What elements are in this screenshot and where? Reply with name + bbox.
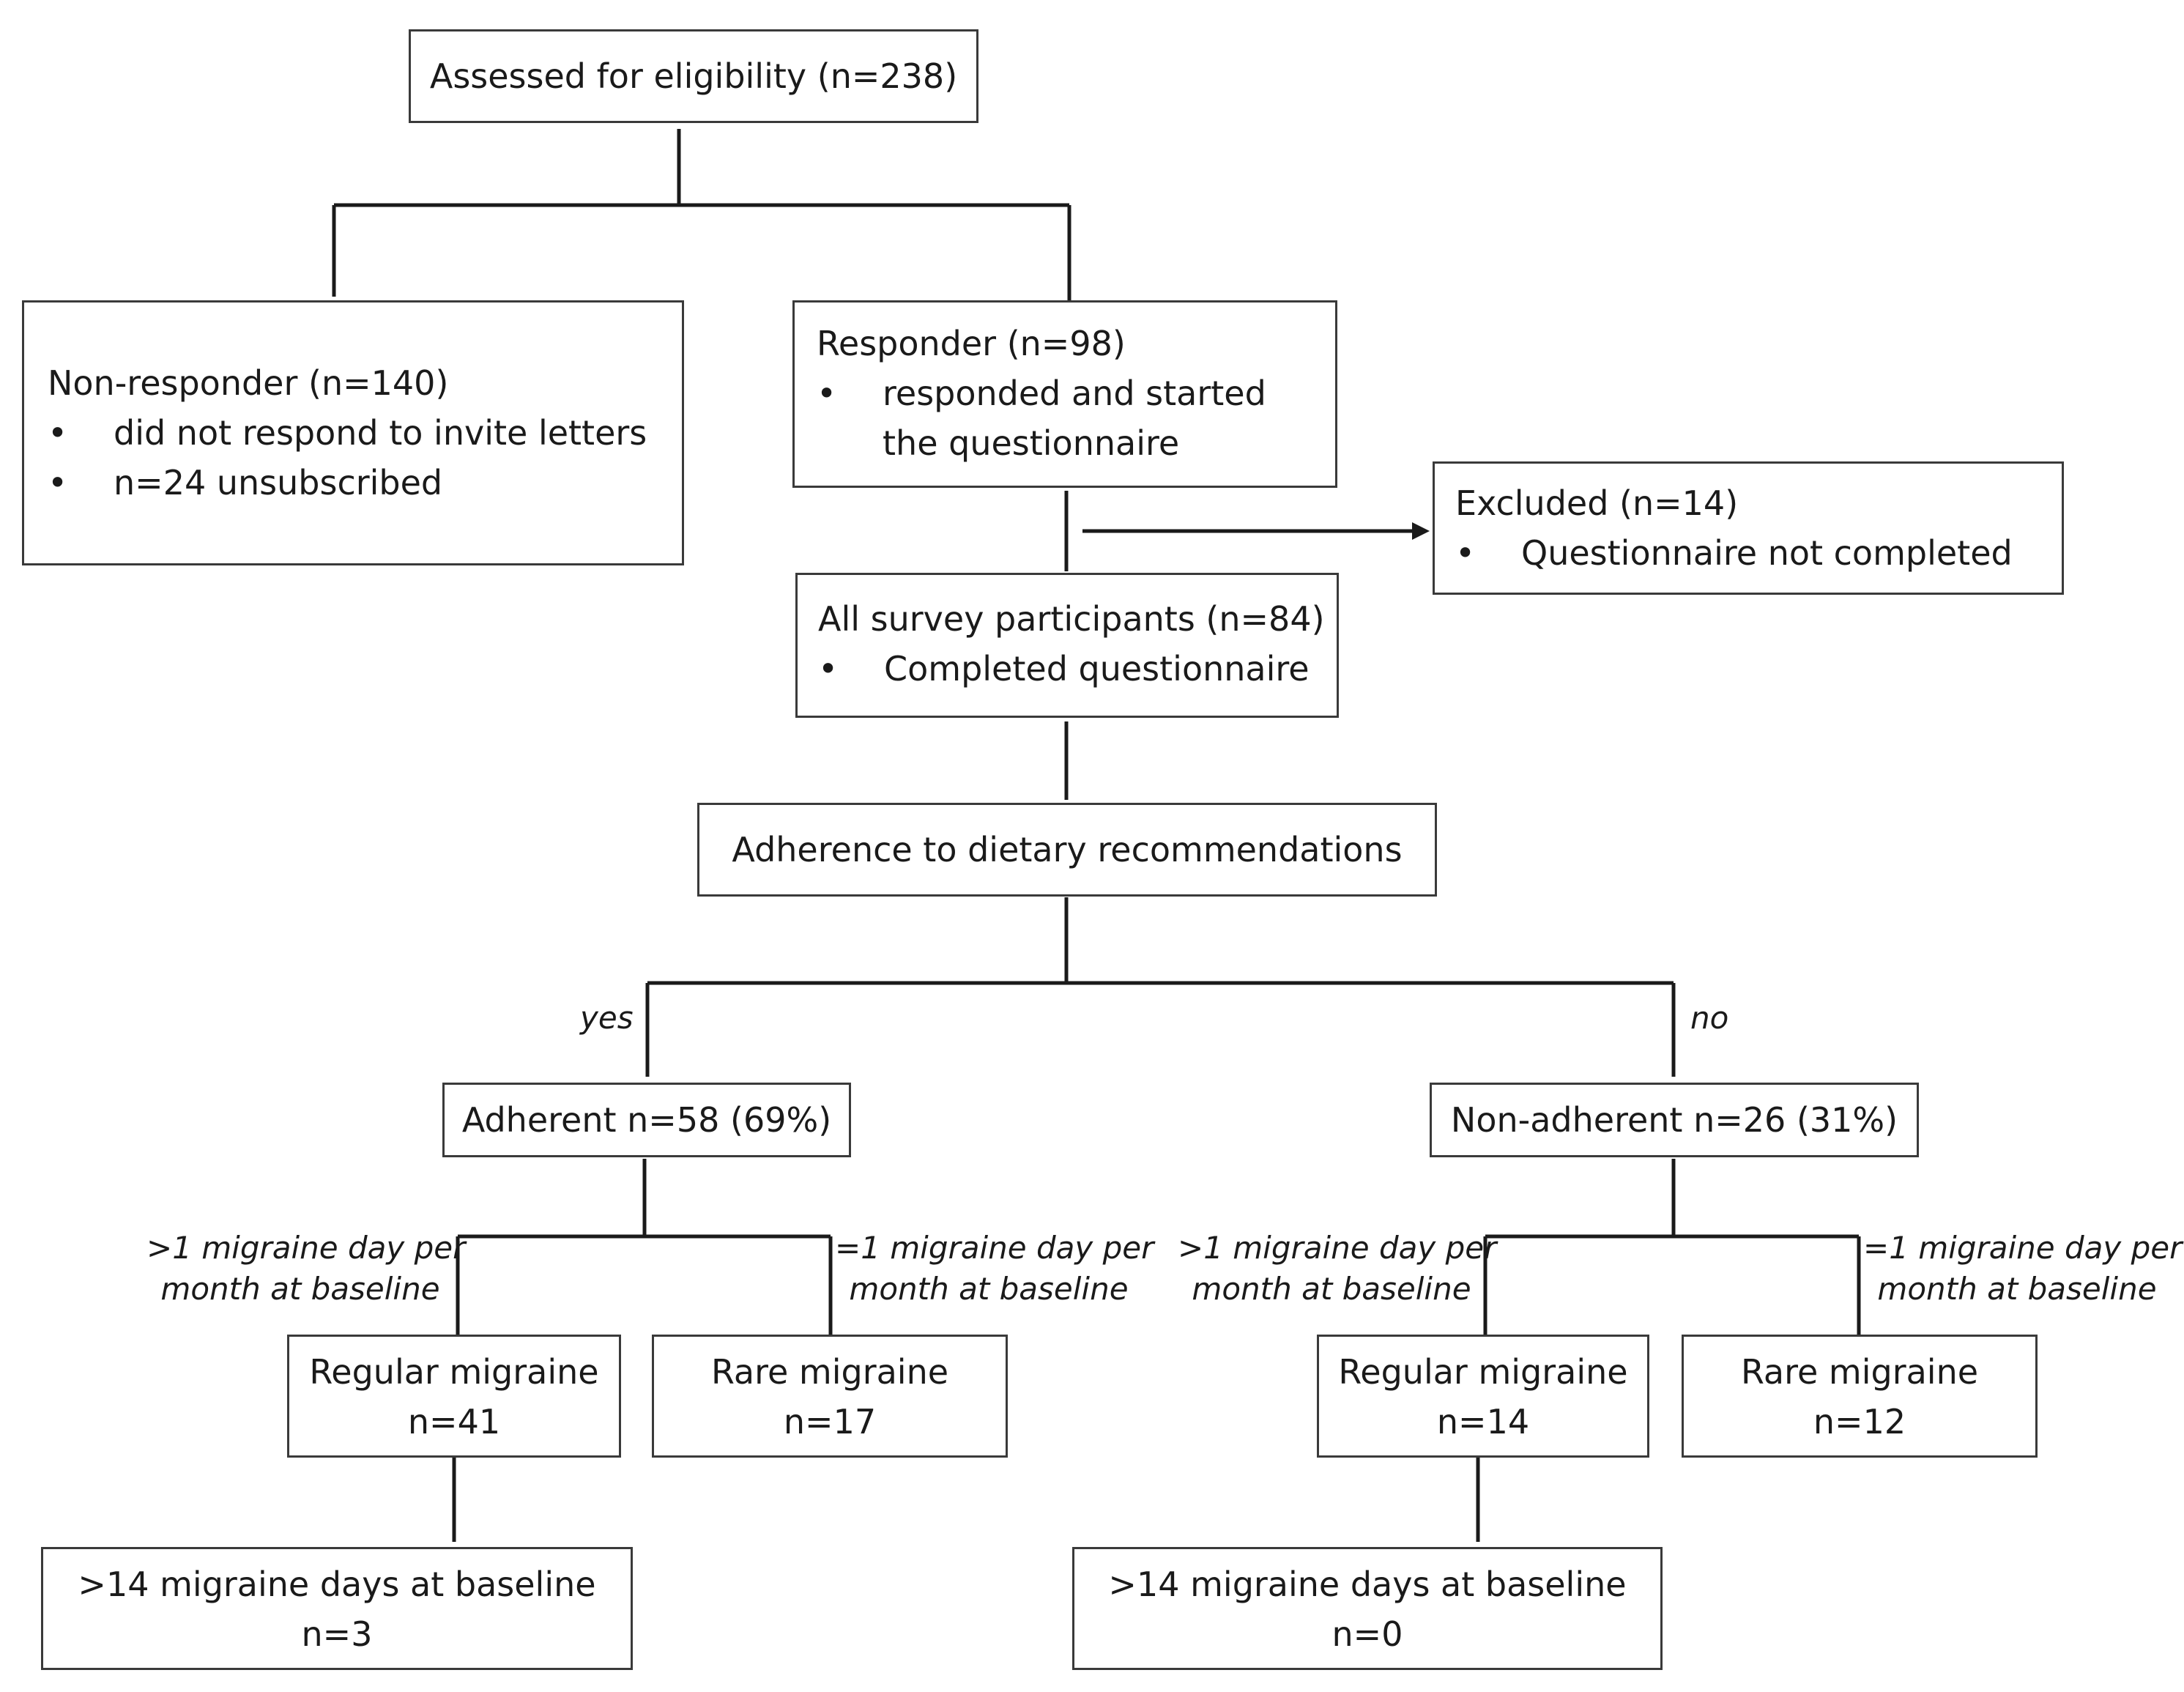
- adherent-box: Adherent n=58 (69%): [442, 1083, 851, 1157]
- non-adherent-box: Non-adherent n=26 (31%): [1430, 1083, 1919, 1157]
- edge-label-yes: yes: [580, 1000, 634, 1036]
- responder-box: Responder (n=98) • responded and started…: [792, 300, 1337, 488]
- eligibility-box: Assessed for eligibility (n=238): [409, 29, 978, 123]
- bullet-marker: •: [817, 374, 837, 413]
- adherence-text: Adherence to dietary recommendations: [732, 830, 1403, 869]
- non-adherent-rare-line-2: n=12: [1813, 1402, 1906, 1441]
- bullet-marker: •: [48, 463, 68, 502]
- bullet-marker: •: [48, 413, 68, 453]
- adherent-rare-line-2: n=17: [783, 1402, 877, 1441]
- adherent-text: Adherent n=58 (69%): [461, 1100, 832, 1140]
- adherent-chronic-box: >14 migraine days at baseline n=3: [41, 1547, 633, 1670]
- adherent-regular-line-2: n=41: [407, 1402, 501, 1441]
- edge-label-non-adherent-regular-line-1: >1 migraine day per: [1178, 1230, 1497, 1266]
- edge-label-no: no: [1690, 1000, 1729, 1036]
- non-adherent-chronic-line-2: n=0: [1331, 1614, 1403, 1654]
- non-adherent-regular-line-2: n=14: [1436, 1402, 1530, 1441]
- bullet-marker: •: [818, 649, 839, 689]
- adherent-regular-line-1: Regular migraine: [309, 1352, 599, 1392]
- bullet-marker: •: [1455, 533, 1476, 573]
- non-adherent-regular-line-1: Regular migraine: [1338, 1352, 1628, 1392]
- edge-label-non-adherent-regular-line-2: month at baseline: [1192, 1271, 1471, 1307]
- non-responder-bullet-1: did not respond to invite letters: [114, 413, 647, 453]
- adherence-box: Adherence to dietary recommendations: [697, 803, 1437, 897]
- non-responder-bullet-2: n=24 unsubscribed: [114, 463, 443, 502]
- non-adherent-rare-migraine-box: Rare migraine n=12: [1682, 1335, 2038, 1458]
- non-responder-title: Non-responder (n=140): [48, 363, 449, 403]
- adherent-chronic-line-2: n=3: [301, 1614, 373, 1654]
- edge-label-adherent-rare-line-1: =1 migraine day per: [835, 1230, 1154, 1266]
- participants-title: All survey participants (n=84): [818, 599, 1325, 639]
- adherent-rare-line-1: Rare migraine: [710, 1352, 949, 1392]
- adherent-regular-migraine-box: Regular migraine n=41: [287, 1335, 621, 1458]
- edge-label-adherent-rare-line-2: month at baseline: [849, 1271, 1129, 1307]
- edge-label-non-adherent-rare-line-2: month at baseline: [1877, 1271, 2157, 1307]
- non-adherent-text: Non-adherent n=26 (31%): [1450, 1100, 1898, 1140]
- participants-box: All survey participants (n=84) • Complet…: [795, 573, 1339, 718]
- non-adherent-chronic-line-1: >14 migraine days at baseline: [1108, 1565, 1627, 1604]
- excluded-bullet-1: Questionnaire not completed: [1521, 533, 2013, 573]
- eligibility-text: Assessed for eligibility (n=238): [429, 56, 958, 96]
- excluded-title: Excluded (n=14): [1455, 483, 1739, 523]
- edge-label-non-adherent-rare-line-1: =1 migraine day per: [1863, 1230, 2183, 1266]
- non-adherent-chronic-box: >14 migraine days at baseline n=0: [1072, 1547, 1663, 1670]
- responder-title: Responder (n=98): [817, 324, 1126, 363]
- adherent-chronic-line-1: >14 migraine days at baseline: [78, 1565, 596, 1604]
- excluded-box: Excluded (n=14) • Questionnaire not comp…: [1433, 461, 2064, 595]
- adherent-rare-migraine-box: Rare migraine n=17: [652, 1335, 1008, 1458]
- non-adherent-regular-migraine-box: Regular migraine n=14: [1317, 1335, 1649, 1458]
- responder-bullet-line-2: the questionnaire: [883, 423, 1180, 463]
- responder-bullet-line-1: responded and started: [883, 374, 1266, 413]
- non-adherent-rare-line-1: Rare migraine: [1740, 1352, 1979, 1392]
- edge-label-adherent-regular-line-1: >1 migraine day per: [146, 1230, 466, 1266]
- non-responder-box: Non-responder (n=140) • did not respond …: [22, 300, 684, 565]
- edge-label-adherent-regular-line-2: month at baseline: [160, 1271, 440, 1307]
- participants-bullet-1: Completed questionnaire: [884, 649, 1310, 689]
